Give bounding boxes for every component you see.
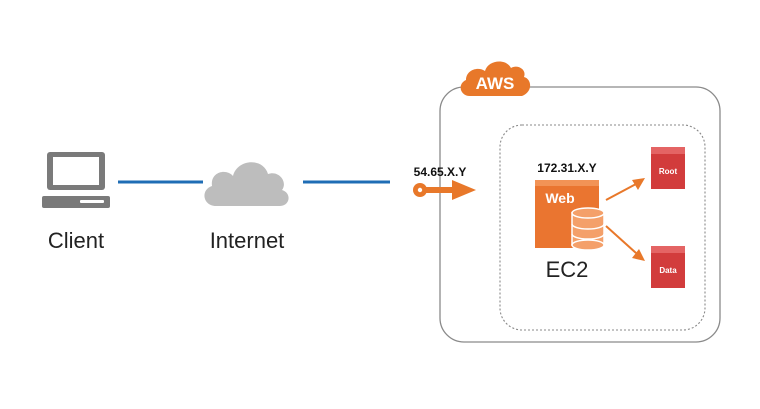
data-volume-label: Data xyxy=(659,266,677,275)
database-icon xyxy=(571,207,605,251)
data-volume-arrow xyxy=(605,225,637,254)
private-ip-label: 172.31.X.Y xyxy=(537,161,596,175)
vpc-boundary xyxy=(499,124,706,331)
client-label: Client xyxy=(48,228,104,253)
computer-icon xyxy=(42,152,110,208)
ec2-label: EC2 xyxy=(546,257,589,282)
root-volume-arrow xyxy=(605,183,637,201)
root-volume-icon: Root xyxy=(651,147,685,189)
data-volume-icon: Data xyxy=(651,246,685,288)
instance-role-label: Web xyxy=(545,190,574,206)
root-volume-label: Root xyxy=(659,167,678,176)
aws-cloud-boundary xyxy=(439,86,721,343)
public-ip-label: 54.65.X.Y xyxy=(414,165,467,179)
internet-label: Internet xyxy=(210,228,285,253)
data-arrowhead-icon xyxy=(632,249,645,261)
cloud-icon xyxy=(204,162,289,206)
aws-logo-icon: AWS xyxy=(460,61,531,96)
ec2-instance-icon: Web xyxy=(535,180,605,251)
elastic-ip-arrow-icon xyxy=(413,180,476,200)
root-arrowhead-icon xyxy=(632,178,645,190)
volume-arrows xyxy=(605,178,645,261)
aws-badge-label: AWS xyxy=(476,74,515,93)
